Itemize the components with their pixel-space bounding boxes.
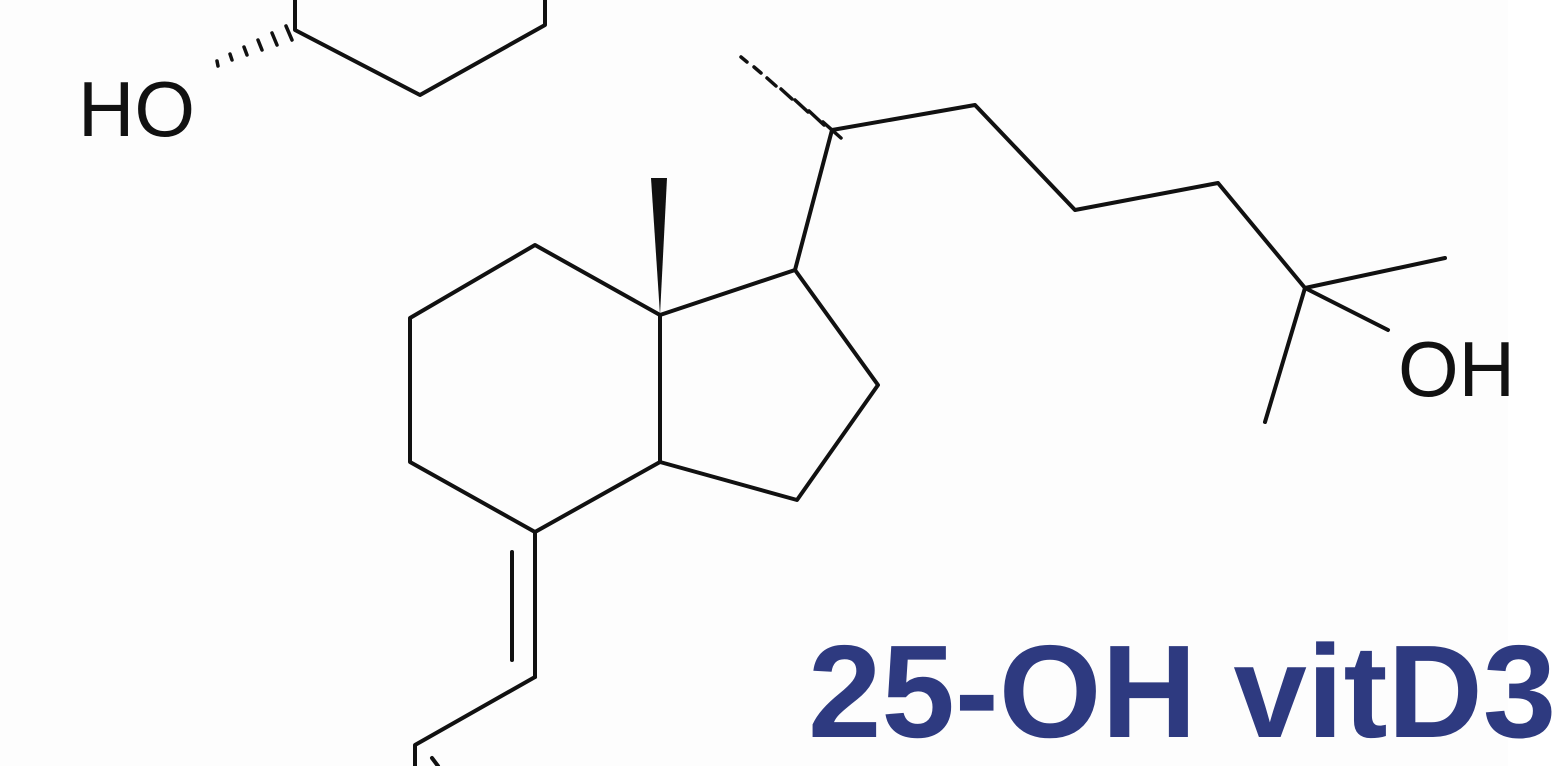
methyl-bond-top: [1303, 256, 1447, 290]
wedge-bond-methyl: [651, 178, 667, 315]
side-chain-bonds: [793, 103, 1307, 290]
structure-diagram: HO OH 25-OH vitD3: [78, 0, 1556, 766]
lower-chain-tail: [430, 756, 440, 766]
hashed-bond-hydroxyl: [215, 24, 294, 68]
hashed-bond-methyl: [739, 55, 843, 140]
methyl-bond-bottom: [1263, 286, 1307, 424]
hydroxyl-label-right: OH: [1398, 325, 1515, 413]
hydroxyl-bond-right: [1303, 286, 1390, 332]
hydroxyl-label-left: HO: [78, 65, 195, 153]
a-ring-bonds: [293, 0, 547, 97]
lower-chain-bond: [413, 675, 537, 766]
compound-name: 25-OH vitD3: [808, 618, 1556, 765]
six-membered-ring: [408, 243, 662, 534]
five-membered-ring: [658, 268, 880, 502]
skeletal-formula: [215, 0, 1447, 766]
